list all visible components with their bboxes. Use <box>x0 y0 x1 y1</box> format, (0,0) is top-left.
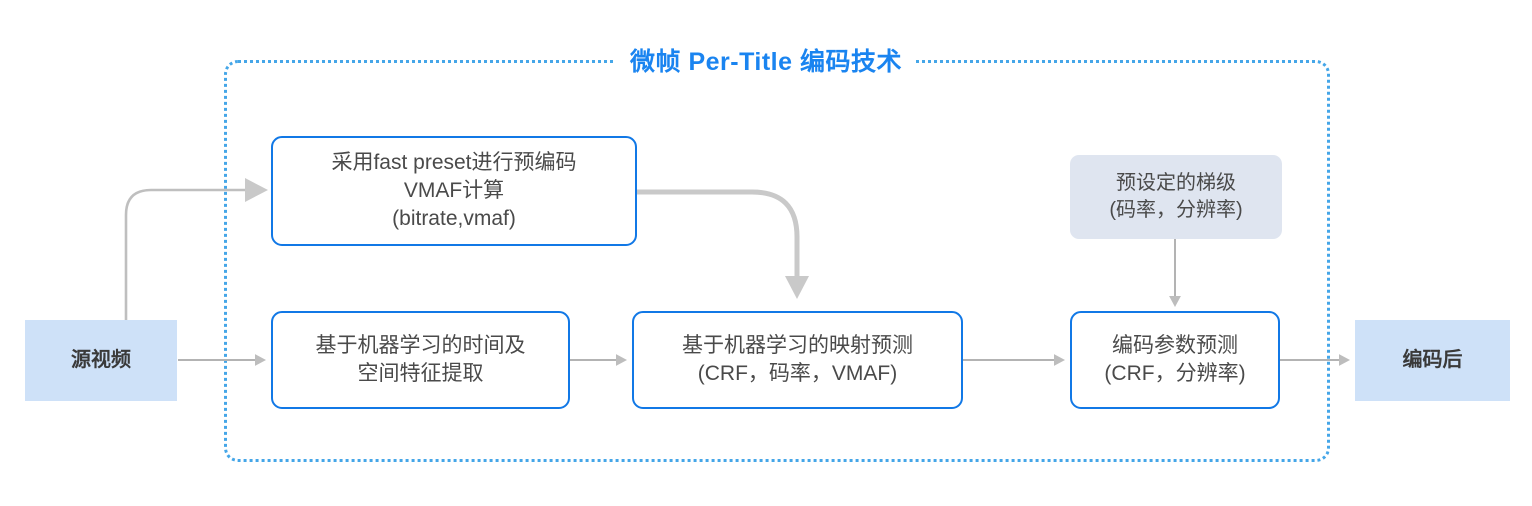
node-feature-extraction[interactable]: 基于机器学习的时间及 空间特征提取 <box>271 311 570 409</box>
node-encode-parameter-prediction[interactable]: 编码参数预测 (CRF，分辨率) <box>1070 311 1280 409</box>
node-encoded-output[interactable]: 编码后 <box>1355 320 1510 401</box>
node-preset-ladder[interactable]: 预设定的梯级 (码率，分辨率) <box>1070 155 1282 239</box>
node-source-video[interactable]: 源视频 <box>25 320 177 401</box>
node-mapping-prediction[interactable]: 基于机器学习的映射预测 (CRF，码率，VMAF) <box>632 311 963 409</box>
diagram-title: 微帧 Per-Title 编码技术 <box>0 42 1532 78</box>
diagram-title-text: 微帧 Per-Title 编码技术 <box>616 48 916 76</box>
node-pre-encode-vmaf[interactable]: 采用fast preset进行预编码 VMAF计算 (bitrate,vmaf) <box>271 136 637 246</box>
